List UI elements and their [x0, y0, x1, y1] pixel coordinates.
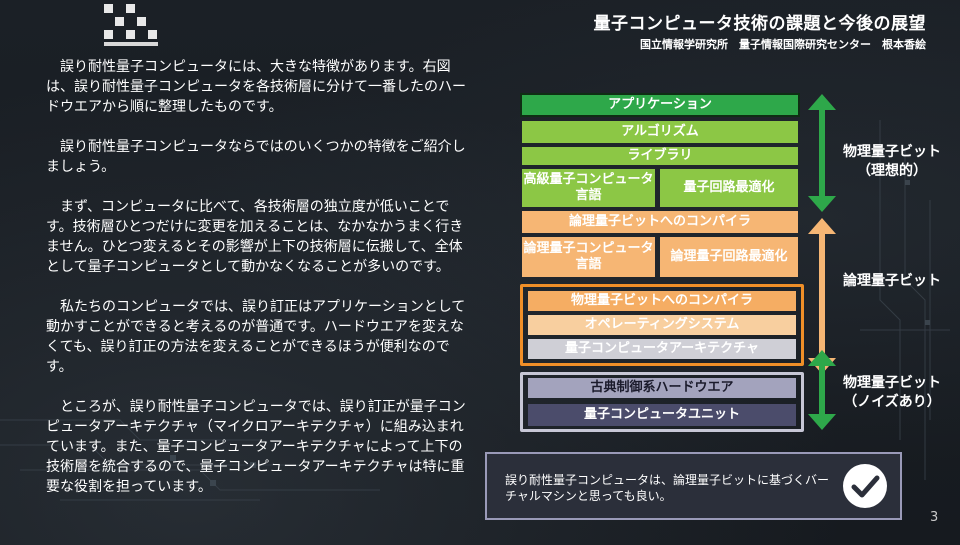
layer-logical-language: 論理量子コンピュータ言語 [522, 237, 655, 277]
layer-circuit-optimization: 量子回路最適化 [660, 169, 798, 207]
layer-algorithm: アルゴリズム [522, 121, 798, 143]
layer-operating-system: オペレーティングシステム [528, 315, 796, 335]
label-physical-qubit-noisy-line2: （ノイズあり） [843, 394, 941, 410]
layer-high-level-language: 高級量子コンピュータ言語 [522, 169, 655, 207]
label-logical-qubit: 論理量子ビット [843, 273, 941, 289]
label-physical-qubit-ideal: 物理量子ビット （理想的） [836, 143, 948, 181]
body-text: 誤り耐性量子コンピュータには、大きな特徴があります。右図は、誤り耐性量子コンピュ… [46, 57, 470, 517]
check-circle-icon [843, 464, 887, 508]
page-number: 3 [930, 510, 939, 525]
paragraph-2: 誤り耐性量子コンピュータならではのいくつかの特徴をご紹介しましょう。 [46, 139, 466, 175]
layer-quantum-unit: 量子コンピュータユニット [528, 404, 796, 426]
summary-note: 誤り耐性量子コンピュータは、論理量子ビットに基づくバーチャルマシンと思っても良い… [485, 452, 902, 520]
layer-classical-control: 古典制御系ハードウエア [528, 378, 796, 398]
layer-logical-compiler: 論理量子ビットへのコンパイラ [522, 211, 798, 233]
architecture-group-border [520, 284, 804, 366]
summary-note-text: 誤り耐性量子コンピュータは、論理量子ビットに基づくバーチャルマシンと思っても良い… [505, 473, 830, 503]
layer-architecture: 量子コンピュータアーキテクチャ [528, 339, 796, 359]
layer-application: アプリケーション [520, 93, 800, 117]
paragraph-5: ところが、誤り耐性量子コンピュータでは、誤り訂正が量子コンピュータアーキテクチャ… [46, 399, 466, 495]
paragraph-3: まず、コンピュータに比べて、各技術層の独立度が低いことです。技術層ひとつだけに変… [46, 199, 464, 275]
paragraph-4: 私たちのコンピュータでは、誤り訂正はアプリケーションとして動かすことができると考… [46, 299, 466, 375]
page-title: 量子コンピュータ技術の課題と今後の展望 [593, 14, 926, 34]
layer-library: ライブラリ [522, 147, 798, 165]
paragraph-1: 誤り耐性量子コンピュータには、大きな特徴があります。右図は、誤り耐性量子コンピュ… [46, 59, 466, 115]
layer-physical-compiler: 物理量子ビットへのコンパイラ [528, 291, 796, 311]
nii-logo-icon [104, 4, 160, 48]
label-physical-qubit-noisy: 物理量子ビット （ノイズあり） [836, 374, 948, 412]
label-physical-qubit-ideal-line1: 物理量子ビット [843, 144, 941, 160]
author-affiliation: 国立情報学研究所 量子情報国際研究センター 根本香絵 [640, 38, 926, 51]
layer-logical-circuit-optimization: 論理量子回路最適化 [660, 237, 798, 277]
label-physical-qubit-ideal-line2: （理想的） [857, 163, 927, 179]
hardware-group-border [520, 372, 804, 432]
label-physical-qubit-noisy-line1: 物理量子ビット [843, 375, 941, 391]
